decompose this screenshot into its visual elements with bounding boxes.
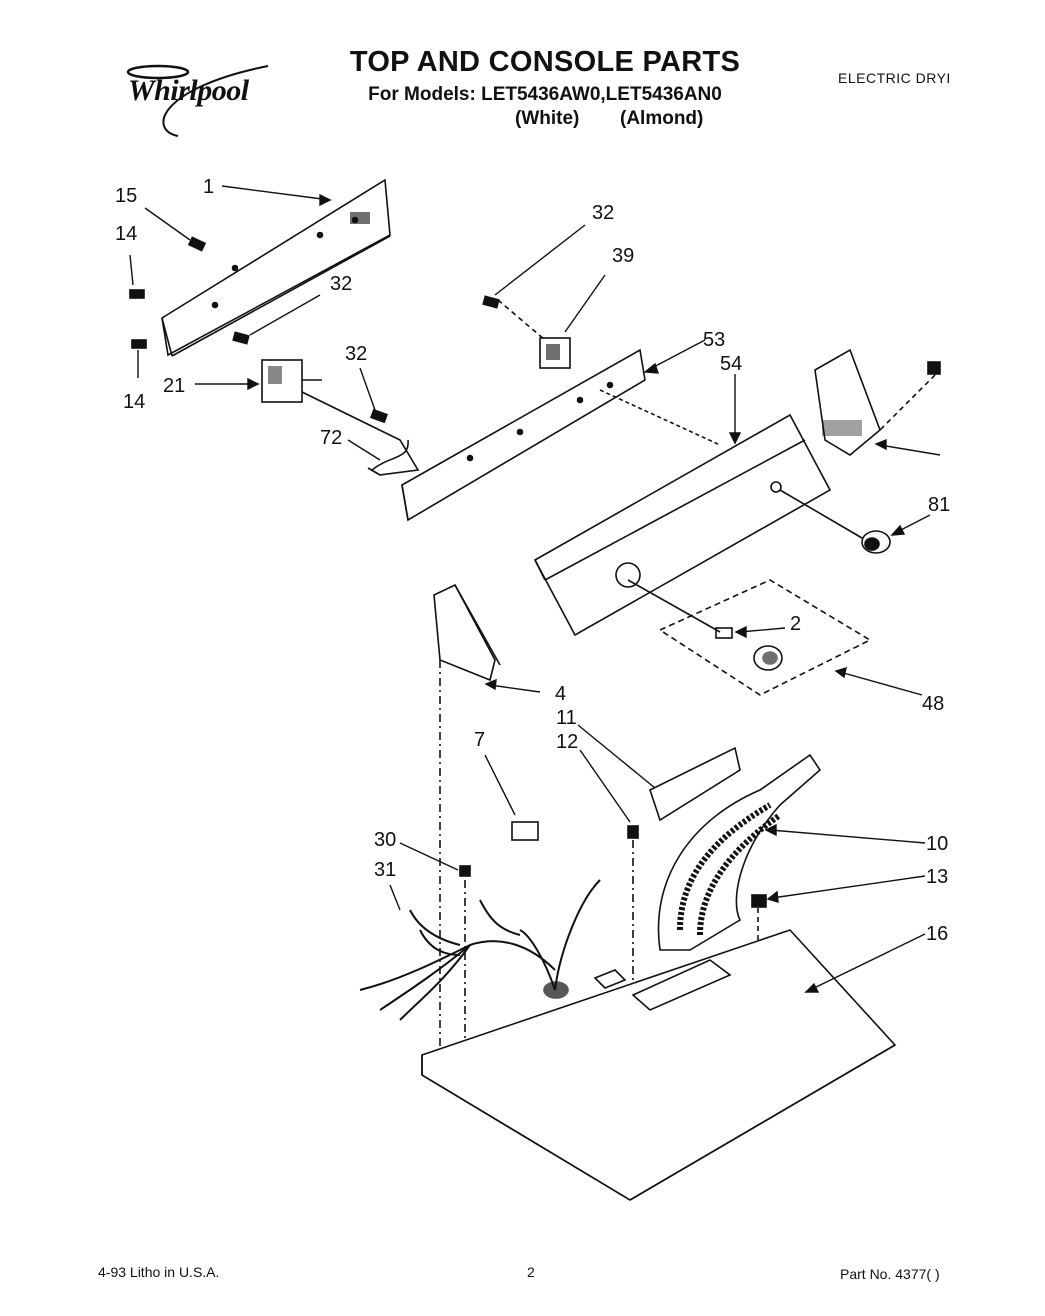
callout-32-left: 32 (330, 273, 352, 295)
part-connector-7 (511, 821, 539, 841)
page-number: 2 (527, 1264, 535, 1280)
brand-name: Whirlpool (128, 74, 249, 107)
callout-32-right: 32 (592, 202, 614, 224)
models-line: For Models: LET5436AW0,LET5436AN0 (368, 84, 722, 105)
part-timer (261, 359, 420, 476)
callout-72: 72 (320, 427, 342, 449)
callout-4: 4 (555, 683, 566, 705)
part-control-panel-10 (657, 753, 822, 951)
callout-54: 54 (720, 353, 742, 375)
callout-15: 15 (115, 185, 137, 207)
callout-14-bottom: 14 (123, 391, 145, 413)
variant-white: (White) (515, 108, 580, 129)
part-harness-31 (359, 879, 601, 1021)
part-console-54 (533, 413, 832, 637)
screws-left (129, 236, 500, 424)
part-switch-39 (539, 337, 571, 369)
callout-12: 12 (556, 731, 578, 753)
part-lens-11 (649, 746, 741, 822)
part-knob-assembly-48 (658, 579, 872, 696)
part-knob-2 (715, 627, 783, 671)
callout-30: 30 (374, 829, 396, 851)
callout-81: 81 (928, 494, 950, 516)
callout-7: 7 (474, 729, 485, 751)
part-clip-12 (627, 825, 639, 839)
part-wire-72 (371, 439, 409, 471)
callout-2: 2 (790, 613, 801, 635)
whirlpool-logo (126, 64, 269, 137)
callout-13: 13 (926, 866, 948, 888)
callout-48: 48 (922, 693, 944, 715)
callout-53: 53 (703, 329, 725, 351)
variant-almond: (Almond) (620, 108, 704, 129)
callout-14-top: 14 (115, 223, 137, 245)
callout-21: 21 (163, 375, 185, 397)
part-end-cap-4 (433, 583, 501, 682)
part-number: Part No. 4377( ) (840, 1266, 940, 1282)
part-rear-panel (161, 178, 391, 357)
part-screw-13 (751, 894, 767, 908)
callout-1: 1 (203, 176, 214, 198)
callout-32-mid: 32 (345, 343, 367, 365)
part-knob-81 (861, 530, 891, 554)
category-label: ELECTRIC DRYI (838, 70, 951, 86)
footer-litho: 4-93 Litho in U.S.A. (98, 1264, 220, 1280)
leader-arrows (129, 185, 941, 993)
page-title: TOP AND CONSOLE PARTS (349, 46, 741, 78)
callout-31: 31 (374, 859, 396, 881)
part-end-cap (814, 348, 941, 456)
callout-16: 16 (926, 923, 948, 945)
part-top-panel-16 (421, 929, 897, 1201)
callout-39: 39 (612, 245, 634, 267)
part-clip-30 (459, 865, 471, 877)
callout-11: 11 (556, 707, 577, 729)
part-bracket-53 (401, 348, 646, 522)
callout-10: 10 (926, 833, 948, 855)
